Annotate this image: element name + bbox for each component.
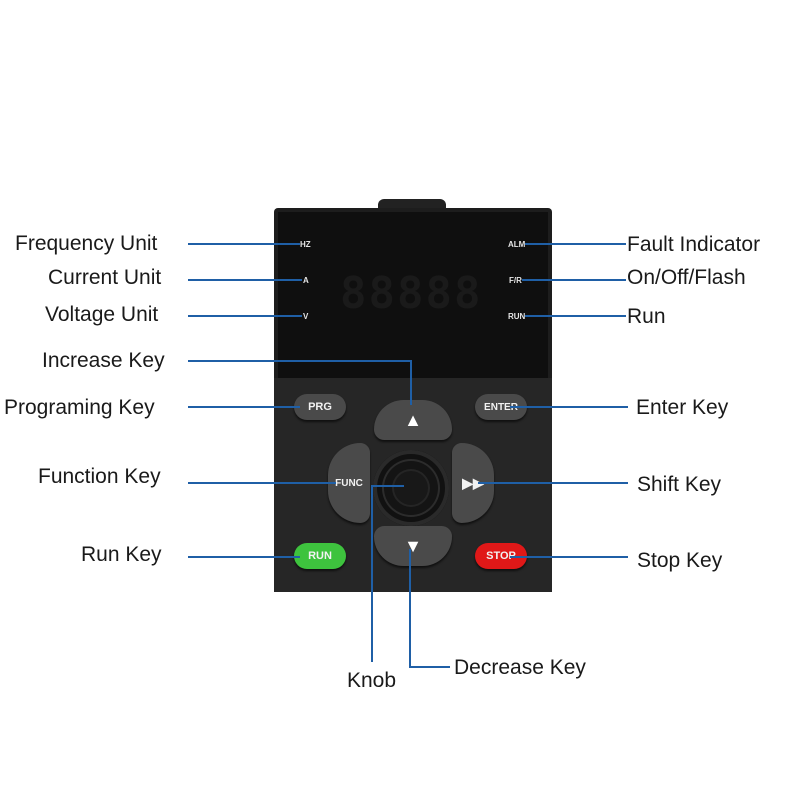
label-frequency-unit: Frequency Unit	[15, 232, 158, 255]
label-enter-key: Enter Key	[636, 396, 729, 419]
label-knob: Knob	[347, 669, 397, 692]
label-programing-key: Programing Key	[4, 396, 155, 419]
prg-key[interactable]: PRG	[294, 394, 346, 420]
label-run: Run	[627, 305, 666, 328]
fast-forward-icon: ▶▶	[462, 474, 484, 491]
led-display	[278, 212, 548, 378]
hz-indicator: HZ	[300, 240, 311, 249]
seven-segment-digits: 88888	[340, 268, 483, 319]
leader-increase-key	[188, 360, 412, 405]
label-shift-key: Shift Key	[637, 473, 722, 496]
down-arrow-icon: ▼	[404, 535, 422, 556]
fr-indicator: F/R	[509, 276, 522, 285]
alm-indicator: ALM	[508, 240, 526, 249]
run-indicator: RUN	[508, 312, 526, 321]
label-increase-key: Increase Key	[42, 349, 165, 372]
label-run-key: Run Key	[81, 543, 162, 566]
leader-decrease-key	[409, 549, 450, 668]
label-voltage-unit: Voltage Unit	[45, 303, 159, 326]
label-stop-key: Stop Key	[637, 549, 723, 572]
up-arrow-icon: ▲	[404, 409, 422, 430]
increase-key[interactable]: ▲	[374, 400, 452, 440]
leader-knob	[371, 485, 404, 662]
label-on-off-flash: On/Off/Flash	[627, 266, 746, 289]
label-decrease-key: Decrease Key	[454, 656, 586, 679]
knob-center	[392, 469, 430, 507]
label-current-unit: Current Unit	[48, 266, 162, 289]
v-indicator: V	[303, 312, 309, 321]
a-indicator: A	[303, 276, 309, 285]
run-key[interactable]: RUN	[294, 543, 346, 569]
label-fault-indicator: Fault Indicator	[627, 233, 761, 256]
decrease-key[interactable]: ▼	[374, 526, 452, 566]
label-function-key: Function Key	[38, 465, 161, 488]
